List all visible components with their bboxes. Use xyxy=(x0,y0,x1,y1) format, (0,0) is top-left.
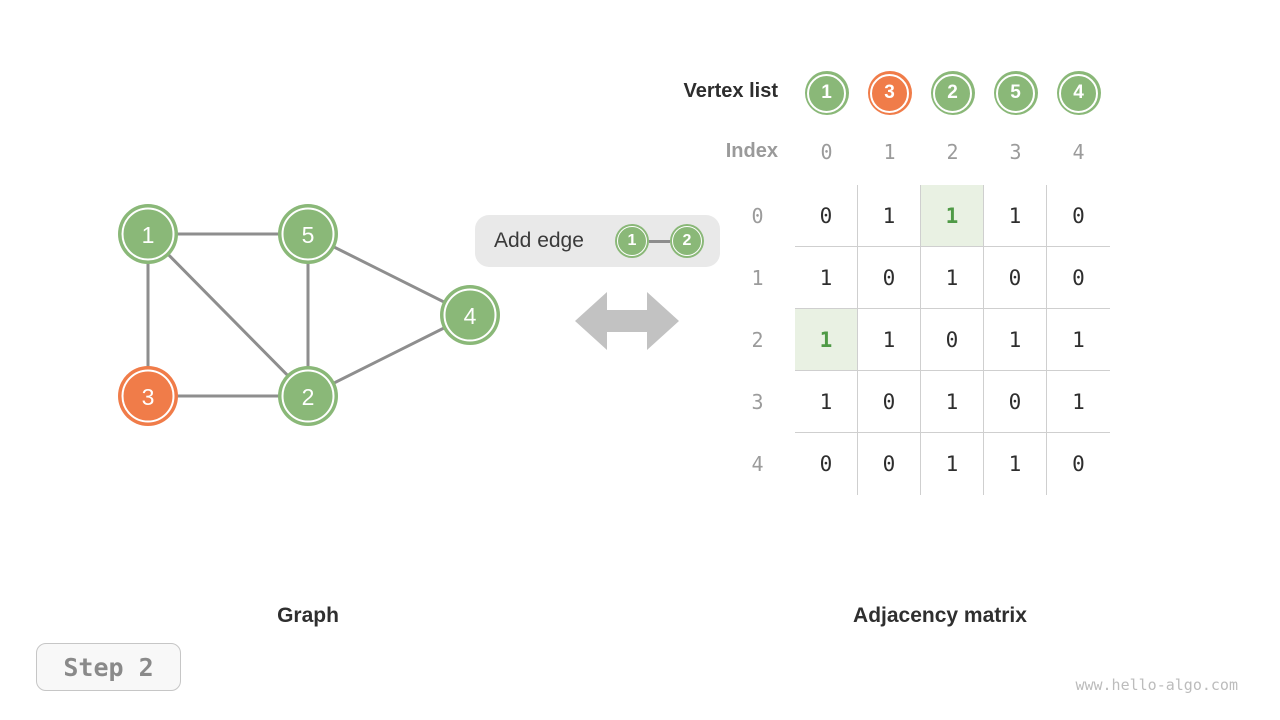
vertex-slot-0: 1 xyxy=(795,71,858,115)
vertex-circle-2: 2 xyxy=(930,71,975,115)
graph-node-1: 1 xyxy=(118,204,178,264)
matrix-cell-3-3: 0 xyxy=(984,371,1047,433)
graph-node-label: 2 xyxy=(302,384,315,410)
vertex-circle-label: 3 xyxy=(884,82,895,103)
graph-caption: Graph xyxy=(277,604,339,627)
matrix-cell-0-4: 0 xyxy=(1047,185,1110,247)
matrix-cell-0-1: 1 xyxy=(858,185,921,247)
graph-node-label: 1 xyxy=(142,222,155,248)
graph-node-label: 5 xyxy=(302,222,315,248)
index-value-1: 1 xyxy=(883,140,896,164)
add-edge-badge: Add edge 1 2 xyxy=(475,215,720,267)
add-edge-node-pair: 1 2 xyxy=(615,224,704,258)
matrix-cell-4-4: 0 xyxy=(1072,452,1085,476)
vertex-list-label: Vertex list xyxy=(683,80,778,102)
vertex-circle-label: 2 xyxy=(947,82,958,103)
graph-node-5: 5 xyxy=(278,204,338,264)
matrix-cell-2-4: 1 xyxy=(1047,309,1110,371)
matrix-cell-4-0: 0 xyxy=(795,433,858,495)
step-badge: Step 2 xyxy=(36,643,181,691)
matrix-row-label-1: 1 xyxy=(751,266,764,290)
vertex-slot-4: 4 xyxy=(1047,71,1110,115)
matrix-row-label-2: 2 xyxy=(751,328,764,352)
vertex-circle-3: 3 xyxy=(867,71,912,115)
matrix-cell-4-3: 1 xyxy=(984,433,1047,495)
graph-node-2: 2 xyxy=(278,366,338,426)
matrix-cell-4-2: 1 xyxy=(921,433,984,495)
matrix-row-label-3: 3 xyxy=(751,390,764,414)
matrix-cell-1-2: 1 xyxy=(921,247,984,309)
matrix-cell-0-0: 0 xyxy=(795,185,858,247)
matrix-cell-3-2: 1 xyxy=(921,371,984,433)
matrix-cell-2-1: 1 xyxy=(858,309,921,371)
vertex-circle-4: 4 xyxy=(1056,71,1101,115)
vertex-circle-label: 4 xyxy=(1073,82,1084,103)
matrix-cell-3-4: 1 xyxy=(1047,371,1110,433)
matrix-cell-0-3: 1 xyxy=(984,185,1047,247)
vertex-slot-3: 5 xyxy=(984,71,1047,115)
matrix-cell-3-1: 0 xyxy=(858,371,921,433)
mini-edge-line xyxy=(649,239,670,243)
matrix-cell-0-2: 1 xyxy=(921,185,984,247)
matrix-cell-1-0: 1 xyxy=(795,247,858,309)
mini-node-1-label: 1 xyxy=(627,232,637,249)
matrix-cell-2-2: 0 xyxy=(921,309,984,371)
index-value-3: 3 xyxy=(1009,140,1022,164)
index-value-2: 2 xyxy=(946,140,959,164)
matrix-cell-1-4: 0 xyxy=(1047,247,1110,309)
vertex-list: 1 3 2 5 4 xyxy=(795,71,1110,115)
graph-edge-5-4 xyxy=(307,232,471,317)
matrix-cell-4-1: 0 xyxy=(858,433,921,495)
index-label: Index xyxy=(725,140,778,162)
matrix-row-label-4: 4 xyxy=(751,452,764,476)
add-edge-label: Add edge xyxy=(494,229,584,252)
mini-node-2-label: 2 xyxy=(682,232,692,249)
matrix-caption: Adjacency matrix xyxy=(853,604,1027,627)
vertex-circle-5: 5 xyxy=(993,71,1038,115)
index-row: 0 1 2 3 4 xyxy=(795,138,1110,166)
graph-edge-2-4 xyxy=(307,313,471,398)
graph-edge-1-2 xyxy=(146,232,310,398)
matrix-cell-1-1: 0 xyxy=(858,247,921,309)
vertex-circle-1: 1 xyxy=(804,71,849,115)
double-arrow-icon xyxy=(575,292,679,350)
graph-node-4: 4 xyxy=(440,285,500,345)
graph-node-label: 4 xyxy=(464,303,477,329)
vertex-circle-label: 1 xyxy=(821,82,832,103)
index-value-0: 0 xyxy=(820,140,833,164)
mini-node-1: 1 xyxy=(615,224,649,258)
matrix-row-label-0: 0 xyxy=(751,204,764,228)
vertex-circle-label: 5 xyxy=(1010,82,1021,103)
matrix-cell-2-0: 1 xyxy=(795,309,858,371)
graph-node-3: 3 xyxy=(118,366,178,426)
matrix-cell-1-3: 0 xyxy=(984,247,1047,309)
vertex-slot-2: 2 xyxy=(921,71,984,115)
graph-node-label: 3 xyxy=(142,384,155,410)
watermark: www.hello-algo.com xyxy=(1075,676,1238,694)
matrix-cell-2-3: 1 xyxy=(984,309,1047,371)
mini-node-2: 2 xyxy=(670,224,704,258)
matrix-cell-3-0: 1 xyxy=(795,371,858,433)
index-value-4: 4 xyxy=(1072,140,1085,164)
vertex-slot-1: 3 xyxy=(858,71,921,115)
